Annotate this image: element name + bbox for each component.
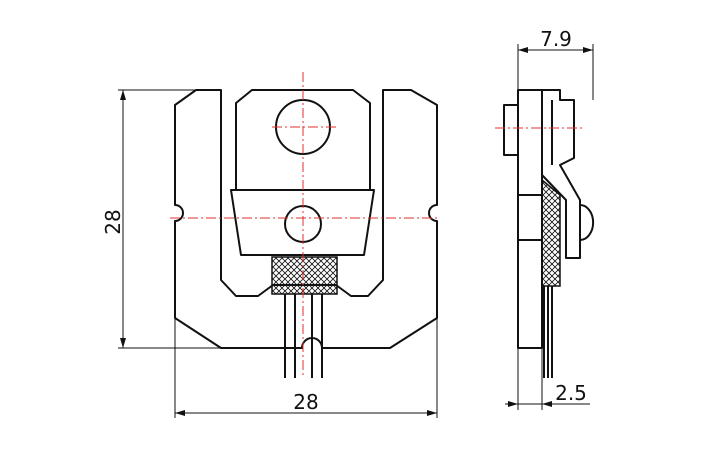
side-wires (543, 286, 553, 378)
frame-outline (174, 89, 438, 349)
side-clamp (541, 89, 581, 259)
side-view (495, 89, 595, 378)
frame-inner-slot (220, 90, 384, 280)
side-width-dimension-label: 7.9 (540, 27, 572, 51)
front-dimensions: 28 28 (101, 89, 438, 418)
height-dimension-label: 28 (101, 209, 125, 234)
width-dimension-label: 28 (293, 390, 318, 414)
side-tab (503, 104, 519, 156)
cable-sleeve (271, 256, 338, 295)
side-dimensions: 7.9 2.5 (505, 27, 594, 410)
sensor-block (230, 89, 375, 256)
side-thickness-dimension-label: 2.5 (555, 381, 587, 405)
side-cap (579, 204, 595, 241)
cable (284, 294, 323, 378)
side-cable-sleeve (541, 178, 561, 287)
front-view (170, 72, 440, 378)
side-plate (517, 89, 543, 349)
